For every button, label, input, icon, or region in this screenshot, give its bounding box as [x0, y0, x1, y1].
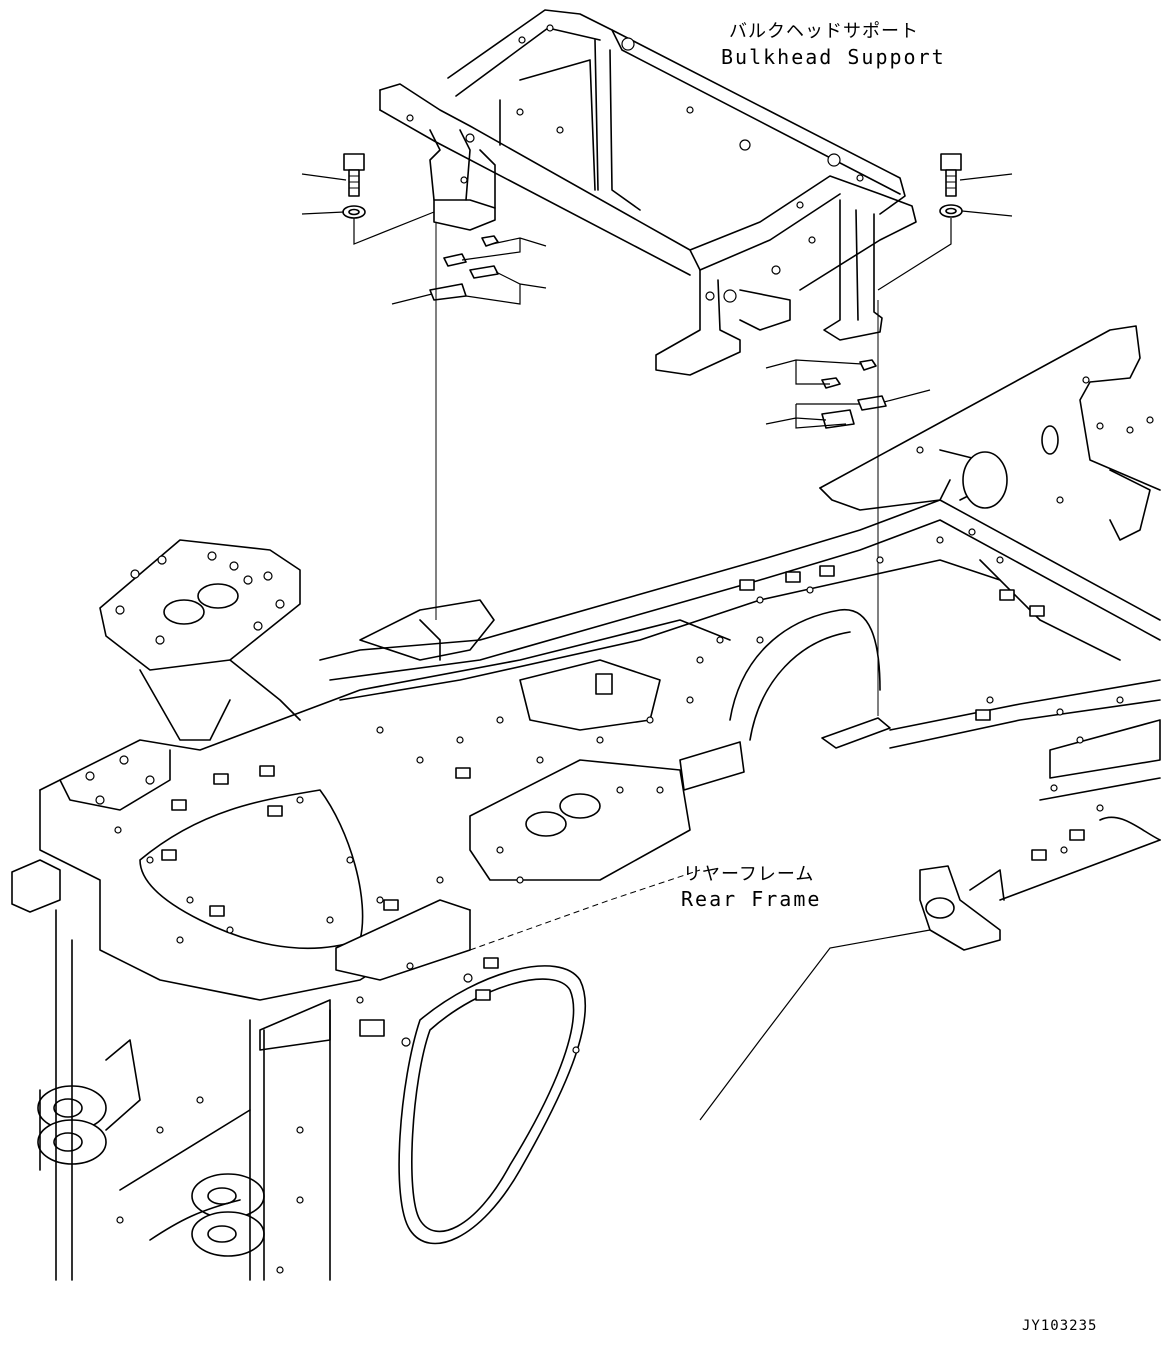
- rear-frame-holes: [85, 376, 1154, 1274]
- bolt-icon: [940, 153, 962, 197]
- bulkhead-support-label-jp: バルクヘッドサポート: [729, 21, 919, 42]
- rear-frame-assembly: [11, 325, 1161, 1281]
- rear-frame-label-en: Rear Frame: [681, 887, 821, 911]
- bulkhead-support-assembly: [379, 9, 917, 376]
- pivot-lug: [37, 1039, 141, 1171]
- pivot-lug: [191, 1173, 265, 1257]
- bulkhead-support-label-en: Bulkhead Support: [721, 45, 946, 69]
- leader-lines: [301, 173, 1013, 1121]
- pivot-lug: [919, 865, 1005, 951]
- washer-icon: [939, 204, 963, 218]
- drawing-number: JY103235: [1022, 1318, 1097, 1334]
- rear-frame-label-jp: リヤーフレーム: [683, 864, 814, 885]
- washer-icon: [342, 205, 366, 219]
- fasteners: [342, 153, 963, 429]
- shim-icon: [429, 235, 499, 301]
- bulkhead-holes: [406, 24, 864, 303]
- brackets: [161, 565, 1085, 1037]
- bolt-icon: [343, 153, 365, 197]
- shim-icon: [821, 359, 887, 429]
